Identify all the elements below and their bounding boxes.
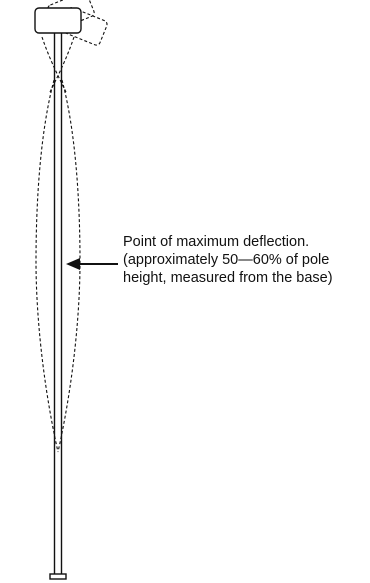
annotation-line-1: Point of maximum deflection. (123, 234, 310, 250)
sign-outline-right (60, 7, 108, 46)
arrow-head (66, 258, 80, 270)
pole-sign (34, 7, 82, 34)
deflected-sign-outlines (47, 0, 108, 46)
pole-base-plate (49, 573, 67, 580)
sign-outline-left (47, 0, 95, 30)
annotation-line-3: height, measured from the base) (123, 270, 333, 286)
pole-shaft (53, 33, 63, 574)
annotation-line-2: (approximately 50—60% of pole (123, 252, 330, 268)
deflection-curve-left-main (35, 79, 59, 453)
left-arrow-icon (66, 258, 118, 270)
deflection-annotation: Point of maximum deflection. (approximat… (123, 233, 363, 287)
deflected-pole-outlines (35, 36, 81, 453)
